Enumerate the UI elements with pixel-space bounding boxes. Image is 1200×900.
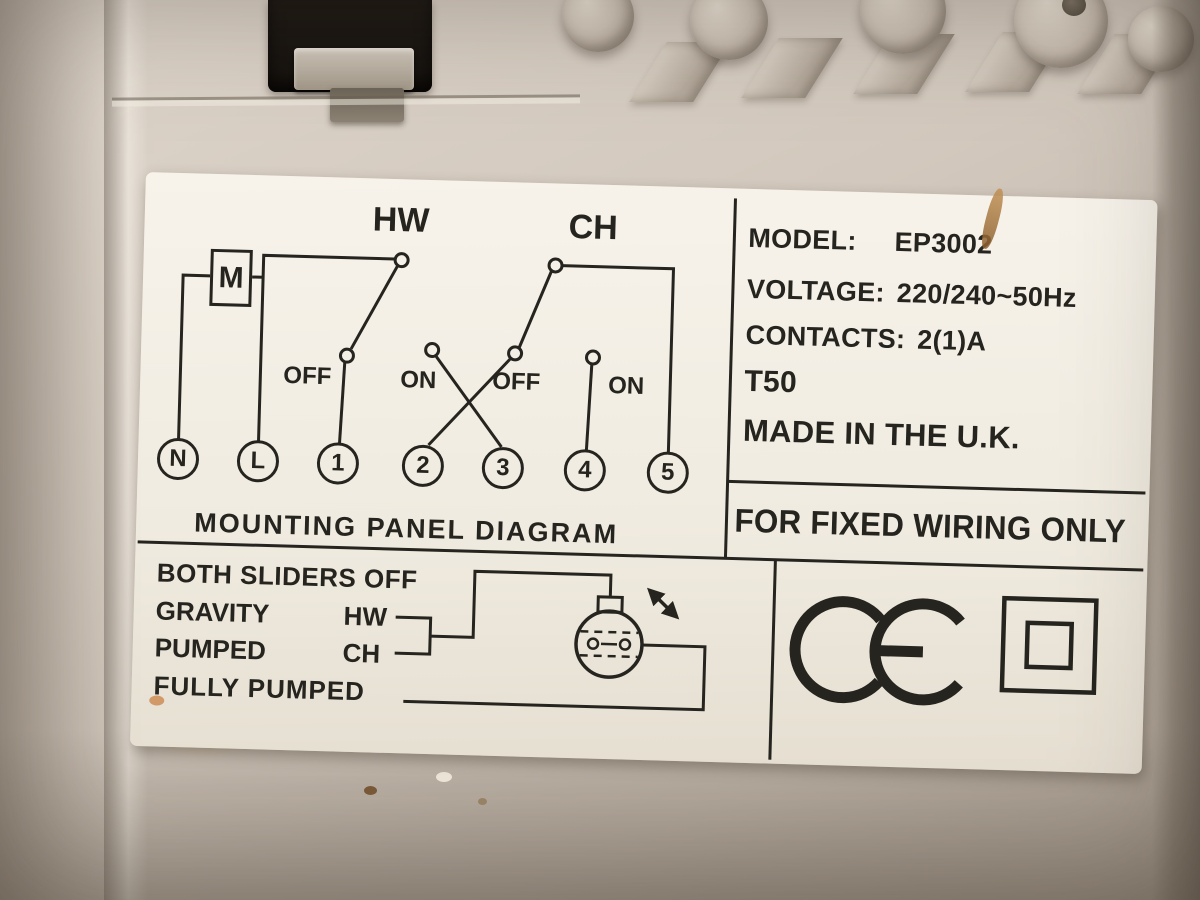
debris-speck (436, 772, 452, 782)
ce-mark-icon (789, 596, 965, 706)
motor-symbol: M (209, 248, 253, 307)
divider-lines (137, 198, 1146, 760)
contacts-label: CONTACTS: (745, 319, 906, 355)
origin-text: MADE IN THE U.K. (742, 412, 1021, 456)
voltage-value: 220/240~50Hz (896, 278, 1078, 314)
model-label: MODEL: (747, 222, 858, 256)
mode-pumped-label: PUMPED (154, 632, 267, 666)
valve-piping-lines (394, 569, 707, 712)
hw-switch-lines (337, 252, 503, 448)
mode-fully-pumped: FULLY PUMPED (153, 670, 366, 707)
voltage-label: VOLTAGE: (746, 273, 886, 308)
model-value: EP3002 (894, 226, 993, 260)
switch-state-on-ch: ON (607, 371, 645, 400)
debris-speck (478, 798, 487, 805)
mode-gravity-value: HW (343, 600, 388, 632)
switch-state-off-hw: OFF (282, 361, 332, 391)
wall-shadow-left (0, 0, 104, 900)
mode-gravity-label: GRAVITY (155, 595, 270, 629)
hw-heading: HW (372, 200, 430, 240)
case-edge-right (1152, 0, 1200, 900)
ch-switch-lines (427, 257, 676, 453)
debris-speck (364, 786, 377, 795)
mid-position-valve-icon (574, 595, 644, 679)
label-speck (149, 695, 165, 706)
switch-state-on-hw: ON (399, 366, 437, 395)
ch-heading: CH (568, 207, 619, 248)
screw-boss (562, 0, 634, 52)
double-insulated-icon (999, 595, 1099, 695)
wiring-diagram-svg (137, 198, 1146, 760)
screw-boss (690, 0, 768, 60)
mode-pumped-value: CH (342, 637, 381, 669)
screw-head (1062, 0, 1086, 16)
contacts-value: 2(1)A (916, 324, 987, 357)
mode-both-sliders-off: BOTH SLIDERS OFF (156, 557, 418, 595)
cable-slot (268, 0, 432, 122)
switch-state-off-ch: OFF (491, 367, 541, 397)
wiring-label: HW CH M OFF ON OFF ON N L 1 2 3 4 5 MOUN… (129, 172, 1158, 775)
cable-clip (294, 48, 414, 90)
temp-rating: T50 (743, 364, 798, 400)
valve-direction-arrow-icon (647, 587, 680, 620)
motor-circuit-lines (177, 253, 395, 442)
